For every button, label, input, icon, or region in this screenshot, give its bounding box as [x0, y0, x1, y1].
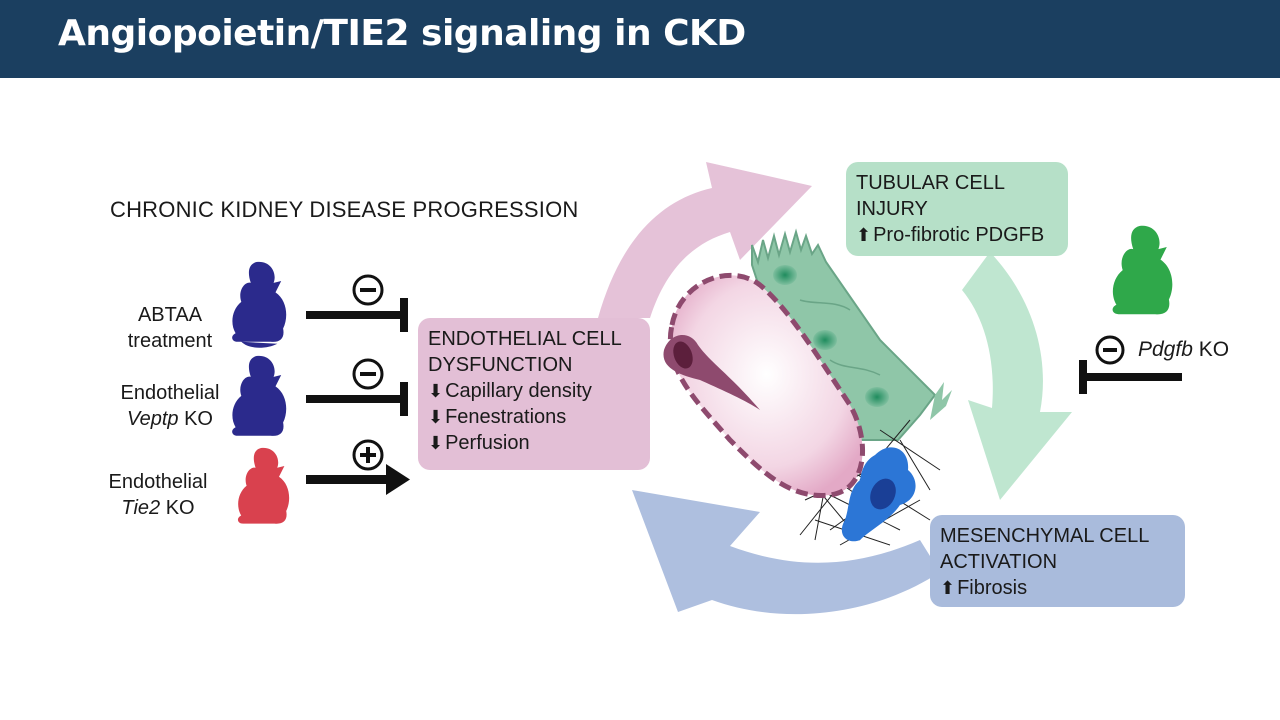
gene-name: Pdgfb [1138, 338, 1193, 361]
condition-tie2: Endothelial Tie2 KO [88, 469, 228, 521]
mesenchymal-activation-box: MESENCHYMAL CELL ACTIVATION Fibrosis [930, 515, 1185, 607]
inhibit-arrow-abtaa [306, 298, 408, 332]
condition-line1: Endothelial [108, 471, 208, 493]
mouse-body-2 [237, 447, 290, 524]
minus-icon-pdgfb [1095, 335, 1125, 365]
box-title-line1: ENDOTHELIAL CELL [428, 328, 622, 350]
minus-icon-abtaa [352, 274, 384, 306]
tubular-injury-box: TUBULAR CELL INJURY Pro-fibrotic PDGFB [846, 162, 1068, 256]
condition-line1: Endothelial [120, 382, 220, 404]
condition-suffix: KO [178, 408, 213, 430]
condition-line2: treatment [127, 330, 213, 352]
mouse-icon-tie2 [237, 447, 290, 524]
activate-arrow-tie2 [306, 464, 410, 495]
condition-veptp: Endothelial Veptp KO [100, 380, 240, 432]
endothelial-dysfunction-box: ENDOTHELIAL CELL DYSFUNCTION Capillary d… [418, 318, 650, 470]
down-arrow-item: Fenestrations [428, 404, 640, 430]
up-arrow-item: Pro-fibrotic PDGFB [856, 222, 1058, 248]
inhibit-arrow-pdgfb [1079, 360, 1182, 394]
up-arrow-item: Fibrosis [940, 575, 1175, 601]
diagram-title: CHRONIC KIDNEY DISEASE PROGRESSION [110, 197, 579, 222]
pdgfb-ko-label: Pdgfb KO [1138, 338, 1229, 362]
mouse-icon-pdgfb [1112, 225, 1173, 315]
box-title-line2: ACTIVATION [940, 551, 1058, 573]
gene-name: Tie2 [121, 497, 161, 519]
minus-icon-veptp [352, 358, 384, 390]
kidney-tissue-illustration [663, 228, 952, 546]
condition-suffix: KO [1192, 338, 1230, 361]
box-title-line1: MESENCHYMAL CELL [940, 525, 1150, 547]
mouse-body-1 [232, 355, 287, 436]
down-arrow-item: Perfusion [428, 430, 640, 456]
box-title-line2: DYSFUNCTION [428, 354, 573, 376]
condition-abtaa: ABTAA treatment [100, 302, 240, 354]
green-cycle-arrow [962, 252, 1072, 500]
mouse-icon-veptp [232, 355, 287, 436]
mouse-body-0 [232, 261, 287, 348]
down-arrow-item: Capillary density [428, 378, 640, 404]
plus-icon-tie2 [352, 439, 384, 471]
inhibit-arrow-veptp [306, 382, 408, 416]
gene-name: Veptp [127, 408, 179, 430]
slide-header: Angiopoietin/TIE2 signaling in CKD [0, 0, 1280, 78]
blue-cycle-arrow [632, 490, 940, 615]
slide-title: Angiopoietin/TIE2 signaling in CKD [58, 13, 746, 54]
pink-cycle-arrow [598, 162, 812, 318]
condition-suffix: KO [160, 497, 195, 519]
mouse-body-3 [1112, 225, 1173, 315]
box-title-line2: INJURY [856, 198, 928, 220]
mouse-icon-abtaa [232, 261, 287, 348]
box-title-line1: TUBULAR CELL [856, 172, 1005, 194]
condition-line1: ABTAA [137, 304, 203, 326]
